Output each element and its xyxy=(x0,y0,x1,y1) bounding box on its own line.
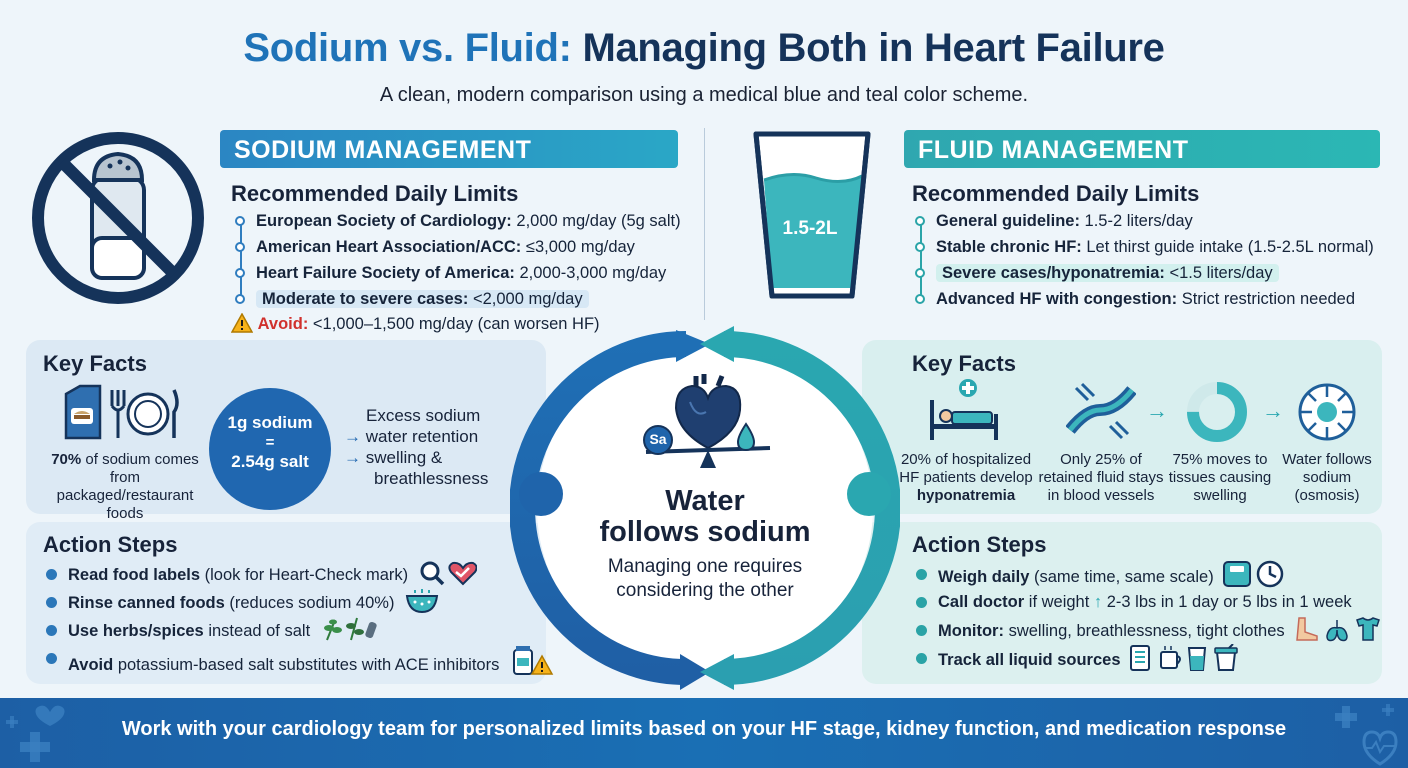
water-glass-icon xyxy=(753,131,871,299)
fluid-limits-heading: Recommended Daily Limits xyxy=(912,181,1200,206)
footer-decoration-right xyxy=(1335,704,1398,766)
sodium-limit-item: European Society of Cardiology: 2,000 mg… xyxy=(232,208,681,234)
arrow-up-icon: ↑ xyxy=(1093,593,1103,611)
arrow-right-icon: → xyxy=(344,448,366,467)
excess-line2: → water retention xyxy=(344,427,479,446)
sodium-limit-item: Heart Failure Society of America: 2,000-… xyxy=(232,260,681,286)
page-subtitle: A clean, modern comparison using a medic… xyxy=(379,84,1029,106)
fluid-limit-item: Advanced HF with congestion: Strict rest… xyxy=(912,286,1374,312)
page-title: Sodium vs. Fluid: Managing Both in Heart… xyxy=(0,26,1408,71)
sodium-action-item: Rinse canned foods (reduces sodium 40%) xyxy=(42,588,554,616)
herbs-icon xyxy=(321,616,379,651)
fluid-action-item: Weigh daily (same time, same scale) xyxy=(912,560,1383,588)
sodium-action-panel xyxy=(26,522,546,684)
center-headline-2: follows sodium xyxy=(599,516,811,548)
footer-decoration-left xyxy=(6,705,65,762)
fluid-banner: FLUID MANAGEMENT xyxy=(904,130,1380,168)
conversion-line1: 1g sodium xyxy=(227,413,313,432)
heart-balance-icon xyxy=(643,374,771,468)
magnifier-heart-icon xyxy=(419,560,478,595)
fluid-key-facts-heading: Key Facts xyxy=(912,351,1016,376)
sodium-limit-item: American Heart Association/ACC: ≤3,000 m… xyxy=(232,234,681,260)
column-divider xyxy=(704,128,705,320)
excess-line1: Excess sodium xyxy=(366,406,481,425)
cycle-graphic xyxy=(510,326,900,690)
conversion-line2: = xyxy=(265,434,275,451)
center-headline-1: Water xyxy=(665,485,745,517)
fact-packaged-text: 70% of sodium comes from packaged/restau… xyxy=(51,451,199,522)
blood-vessel-icon xyxy=(1066,382,1136,440)
hospital-bed-icon xyxy=(930,379,998,440)
fluid-action-item: Call doctor if weight ↑ 2-3 lbs in 1 day… xyxy=(912,588,1383,616)
title-part1: Sodium vs. Fluid: xyxy=(243,26,572,70)
sodium-limits-heading: Recommended Daily Limits xyxy=(231,181,519,206)
center-sub-2: considering the other xyxy=(616,580,794,601)
sodium-action-item: Read food labels (look for Heart-Check m… xyxy=(42,560,554,588)
glass-label: 1.5-2L xyxy=(782,218,838,239)
fluid-action-list: Weigh daily (same time, same scale) Call… xyxy=(912,560,1383,672)
excess-line4: breathlessness xyxy=(374,469,489,488)
donut-75-icon xyxy=(1187,382,1247,442)
center-sub-1: Managing one requires xyxy=(607,556,803,577)
arrow-right-icon: → xyxy=(1262,398,1284,423)
avoid-line: Avoid: <1,000–1,500 mg/day (can worsen H… xyxy=(230,312,600,334)
fluid-action-item: Monitor: swelling, breathlessness, tight… xyxy=(912,616,1383,644)
arrow-right-icon: → xyxy=(1146,398,1168,423)
osmosis-icon xyxy=(1298,383,1356,441)
fluid-limits-list: General guideline: 1.5-2 liters/day Stab… xyxy=(912,208,1374,312)
sodium-salt-conversion-circle xyxy=(209,388,331,510)
arrow-right-icon: → xyxy=(344,427,366,446)
packaged-food-icon xyxy=(64,384,179,440)
fluid-limit-item: Severe cases/hyponatremia: <1.5 liters/d… xyxy=(912,260,1374,286)
no-salt-icon xyxy=(32,132,204,304)
fluid-action-item: Track all liquid sources xyxy=(912,643,1383,672)
sodium-action-heading: Action Steps xyxy=(43,532,178,557)
title-part2: Managing Both in Heart Failure xyxy=(582,26,1165,70)
sodium-action-item: Avoid potassium-based salt substitutes w… xyxy=(42,644,554,675)
fluid-limit-item: Stable chronic HF: Let thirst guide inta… xyxy=(912,234,1374,260)
footer-text: Work with your cardiology team for perso… xyxy=(121,718,1287,740)
colander-icon xyxy=(405,588,439,623)
sodium-limit-item: Moderate to severe cases: <2,000 mg/day xyxy=(232,286,681,312)
sodium-limits-list: European Society of Cardiology: 2,000 mg… xyxy=(232,208,681,312)
fluid-action-heading: Action Steps xyxy=(912,532,1047,557)
excess-sodium-text: Excess sodium → water retention → swelli… xyxy=(344,405,488,489)
scale-clock-icon xyxy=(1222,560,1286,597)
warning-icon xyxy=(230,312,254,333)
fluid-action-panel xyxy=(862,522,1382,684)
sodium-symbol: Sa xyxy=(649,431,667,447)
footer-bar xyxy=(0,698,1408,768)
medication-warning-icon xyxy=(510,644,554,685)
liquid-sources-icons xyxy=(1129,643,1245,681)
sodium-action-list: Read food labels (look for Heart-Check m… xyxy=(42,560,554,675)
conversion-line3: 2.54g salt xyxy=(231,452,309,471)
fluid-limit-item: General guideline: 1.5-2 liters/day xyxy=(912,208,1374,234)
symptom-icons xyxy=(1293,616,1383,651)
sodium-key-facts-heading: Key Facts xyxy=(43,351,147,376)
excess-line3: → swelling & xyxy=(344,448,443,467)
sodium-action-item: Use herbs/spices instead of salt xyxy=(42,616,554,644)
sodium-banner: SODIUM MANAGEMENT xyxy=(220,130,678,168)
